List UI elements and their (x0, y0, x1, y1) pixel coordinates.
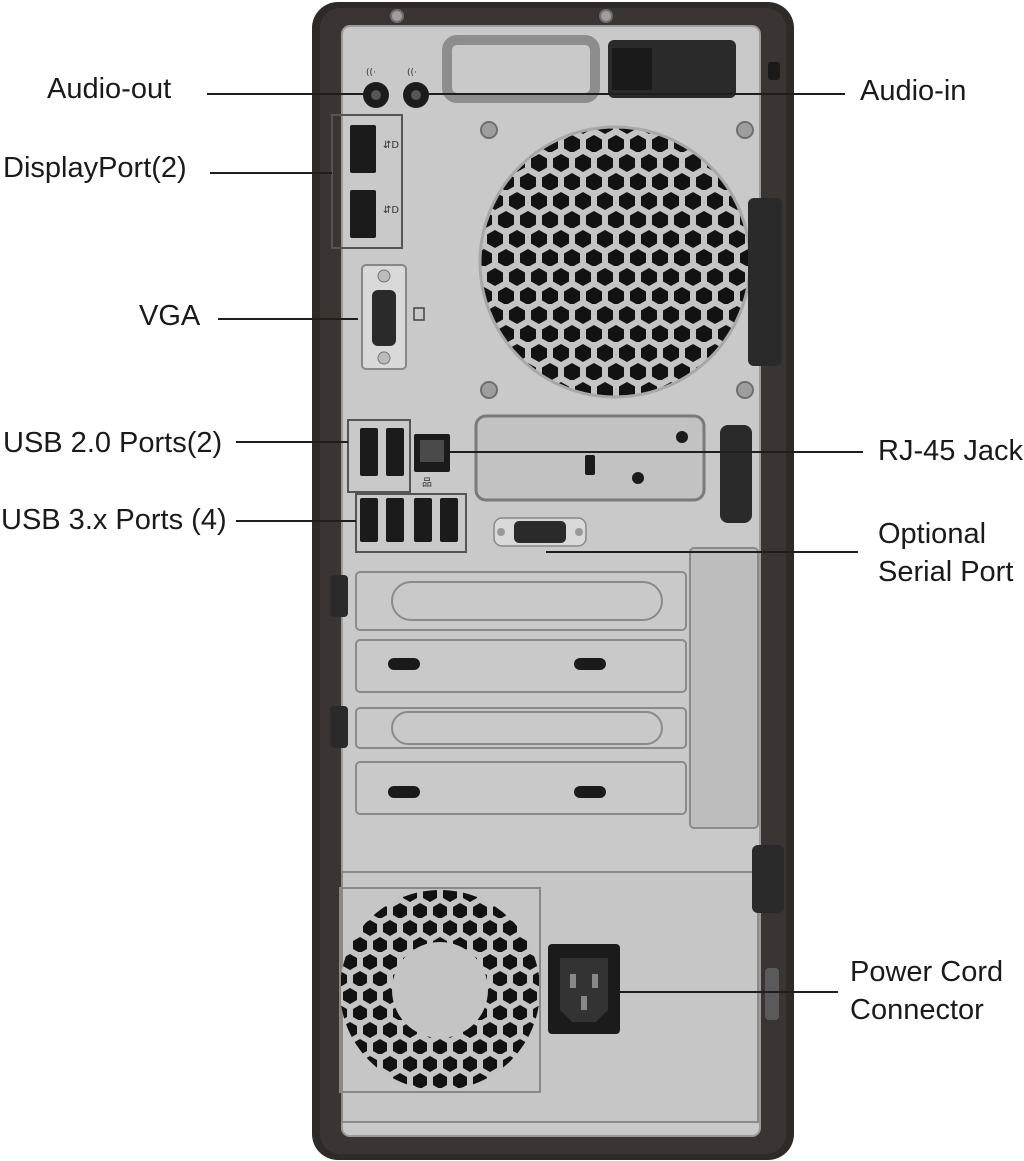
displayport-icon: ⇵D (383, 205, 399, 216)
svg-text:((·: ((· (366, 68, 376, 78)
label-serial-line1: Optional (878, 518, 987, 550)
displayport-1[interactable] (350, 125, 376, 173)
main-fan-grille (478, 125, 752, 399)
psu-latch (752, 845, 784, 913)
audio-in-jack[interactable] (403, 82, 429, 108)
leader-audio-in (427, 93, 845, 95)
leader-serial (546, 551, 858, 553)
network-icon: 品 (422, 477, 432, 489)
usb2-group (347, 419, 411, 493)
cover-plate (474, 414, 706, 502)
displayport-2[interactable] (350, 190, 376, 238)
displayport-group: ⇵D ⇵D (331, 114, 403, 249)
psu-fan-grille (339, 887, 541, 1093)
label-power-line2: Connector (850, 994, 984, 1026)
label-serial: Optional Serial Port (878, 515, 1013, 591)
svg-text:((·: ((· (407, 68, 417, 78)
vga-port[interactable] (361, 264, 407, 370)
audio-icons: ((· ((· (366, 68, 417, 78)
leader-usb3 (236, 520, 356, 522)
vga-icon (413, 307, 425, 321)
displayport-icon: ⇵D (383, 140, 399, 151)
label-usb2: USB 2.0 Ports(2) (3, 427, 223, 459)
top-latch (608, 40, 736, 98)
label-vga: VGA (139, 300, 201, 332)
side-latch (720, 425, 752, 523)
usb3-port-1[interactable] (360, 498, 378, 542)
side-handle (748, 198, 782, 366)
psu-switch (765, 968, 779, 1020)
usb2-port-1[interactable] (360, 428, 378, 476)
label-power-line1: Power Cord (850, 956, 1004, 988)
slot-retention-bracket (689, 547, 759, 829)
serial-port[interactable] (493, 517, 587, 547)
usb2-port-2[interactable] (386, 428, 404, 476)
leader-vga (218, 318, 358, 320)
label-rj45: RJ-45 Jack (878, 435, 1024, 467)
top-handle (442, 35, 600, 103)
slot-latch (330, 575, 348, 617)
lock-slot-icon (768, 62, 780, 80)
usb3-port-2[interactable] (386, 498, 404, 542)
label-usb3: USB 3.x Ports (4) (1, 504, 227, 536)
label-displayport: DisplayPort(2) (3, 152, 187, 184)
usb3-port-4[interactable] (440, 498, 458, 542)
label-power: Power Cord Connector (850, 953, 1003, 1029)
usb3-group (355, 493, 467, 553)
leader-rj45 (450, 451, 863, 453)
rj45-jack[interactable] (414, 434, 450, 472)
leader-usb2 (236, 441, 348, 443)
power-cord-connector[interactable] (548, 944, 620, 1034)
label-audio-out: Audio-out (47, 73, 172, 105)
label-audio-in: Audio-in (860, 75, 967, 107)
leader-displayport (210, 172, 332, 174)
leader-power (620, 991, 838, 993)
expansion-slots (355, 571, 687, 815)
label-serial-line2: Serial Port (878, 556, 1014, 588)
leader-audio-out (207, 93, 365, 95)
slot-latch (330, 706, 348, 748)
audio-out-jack[interactable] (363, 82, 389, 108)
usb3-port-3[interactable] (414, 498, 432, 542)
